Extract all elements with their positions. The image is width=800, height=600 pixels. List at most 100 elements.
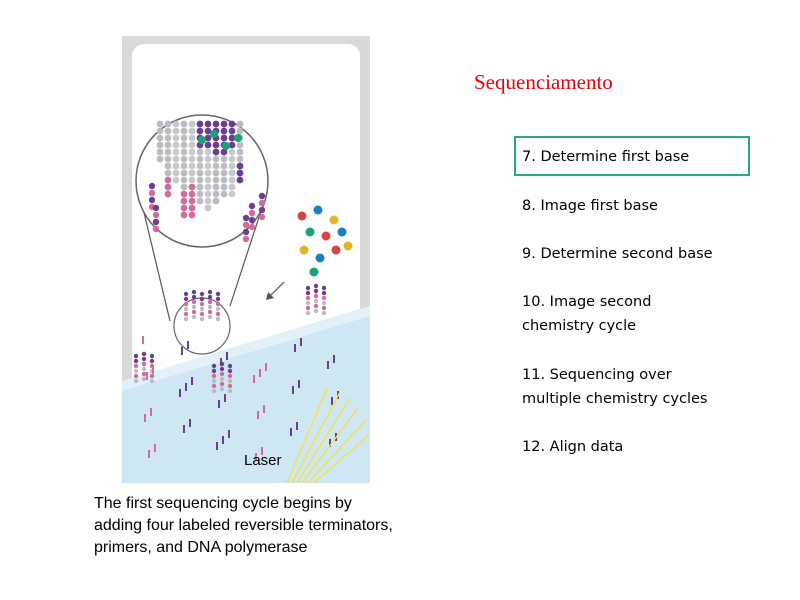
surface-strand (263, 405, 265, 413)
bead (183, 306, 189, 312)
bead (172, 148, 180, 156)
bead (199, 306, 205, 312)
bead (133, 353, 139, 359)
bead (329, 215, 339, 225)
bead (196, 190, 204, 198)
bead (305, 300, 311, 306)
step-item-9: 9. Determine second base (522, 246, 713, 262)
bead (191, 309, 197, 315)
bead (207, 314, 213, 320)
bead (228, 141, 236, 149)
bead (188, 134, 196, 142)
bead (196, 169, 204, 177)
bead (199, 316, 205, 322)
bead (188, 141, 196, 149)
surface-strand (181, 347, 183, 355)
bead (258, 192, 266, 200)
bead (172, 176, 180, 184)
bead (305, 227, 315, 237)
bead (321, 300, 327, 306)
bead (188, 190, 196, 198)
bead (321, 290, 327, 296)
flow-cell-illustration (122, 114, 370, 483)
bead (211, 383, 217, 389)
surface-strand (146, 372, 148, 380)
bead (321, 295, 327, 301)
bead (141, 371, 147, 377)
bead (133, 368, 139, 374)
bead (215, 311, 221, 317)
surface-strand (154, 444, 156, 452)
bead (188, 176, 196, 184)
surface-strand (216, 442, 218, 450)
bead (148, 182, 156, 190)
bead (305, 290, 311, 296)
surface-strand (257, 411, 259, 419)
bead (188, 162, 196, 170)
bead (321, 231, 331, 241)
bead (219, 366, 225, 372)
bead (242, 214, 250, 222)
bead (204, 148, 212, 156)
bead (172, 141, 180, 149)
bead (141, 366, 147, 372)
bead (188, 204, 196, 212)
bead (305, 285, 311, 291)
bead (152, 218, 160, 226)
cluster-circle (173, 297, 231, 355)
bead (180, 162, 188, 170)
bead (207, 299, 213, 305)
bead (133, 358, 139, 364)
bead (219, 376, 225, 382)
surface-strand (179, 389, 181, 397)
surface-strand (228, 430, 230, 438)
surface-strand (294, 344, 296, 352)
bead (228, 134, 236, 142)
bead (212, 162, 220, 170)
bead (220, 176, 228, 184)
bead (204, 204, 212, 212)
surface-strand (224, 394, 226, 402)
bead (164, 141, 172, 149)
bead (242, 228, 250, 236)
bead (227, 363, 233, 369)
bead (258, 199, 266, 207)
bead (236, 127, 244, 135)
bead (180, 148, 188, 156)
bead (164, 148, 172, 156)
laser-label: Laser (244, 452, 282, 469)
bead (172, 134, 180, 142)
bead (156, 148, 164, 156)
surface-strand (189, 419, 191, 427)
bead (234, 134, 242, 142)
bead (180, 134, 188, 142)
bead (172, 127, 180, 135)
bead (228, 120, 236, 128)
bead (156, 134, 164, 142)
bead (180, 127, 188, 135)
bead (258, 206, 266, 214)
step-item-12: 12. Align data (522, 439, 624, 455)
bead (180, 176, 188, 184)
surface-clusters (133, 283, 339, 461)
surface-strand (226, 352, 228, 360)
bead (343, 241, 353, 251)
bead (164, 162, 172, 170)
bead (180, 141, 188, 149)
bead (180, 120, 188, 128)
bead (191, 289, 197, 295)
bead (191, 299, 197, 305)
bead (236, 148, 244, 156)
surface-strand (148, 450, 150, 458)
sequencing-figure: Laser (122, 36, 370, 483)
bead (196, 127, 204, 135)
magnified-clusters (148, 120, 266, 243)
bead (152, 225, 160, 233)
bead (219, 381, 225, 387)
bead (228, 155, 236, 163)
bead (258, 213, 266, 221)
bead (164, 190, 172, 198)
bead (228, 169, 236, 177)
surface-strand (292, 386, 294, 394)
bead (133, 373, 139, 379)
